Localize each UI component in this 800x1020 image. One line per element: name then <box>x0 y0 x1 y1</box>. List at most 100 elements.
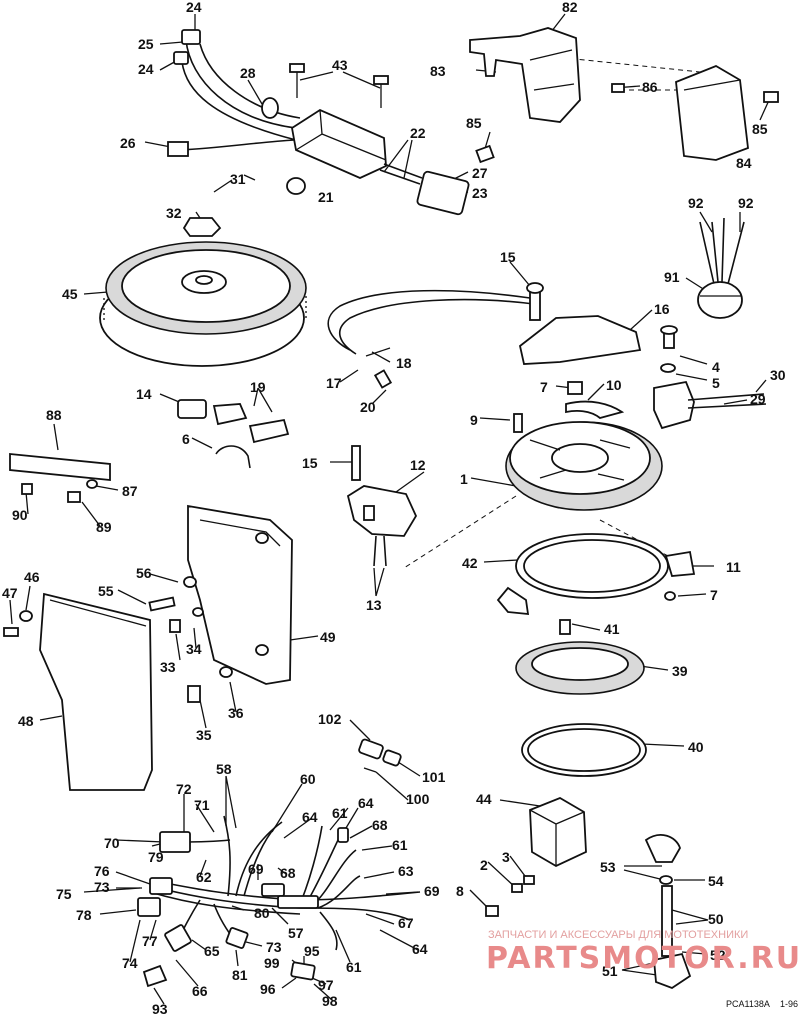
rectifier <box>697 217 745 319</box>
callout-9: 9 <box>470 412 478 428</box>
terminal-strip <box>9 453 111 503</box>
callout-82: 82 <box>562 0 578 15</box>
callout-labels: 24 25 24 28 43 26 22 85 27 23 31 21 32 4… <box>2 0 786 1017</box>
callout-84: 84 <box>736 155 752 171</box>
power-pack-bracket <box>469 27 779 161</box>
callout-34: 34 <box>186 641 202 657</box>
callout-75: 75 <box>56 886 72 902</box>
callout-4: 4 <box>712 359 720 375</box>
callout-39: 39 <box>672 663 688 679</box>
callout-46: 46 <box>24 569 40 585</box>
callout-61: 61 <box>392 837 408 853</box>
callout-69: 69 <box>424 883 440 899</box>
callout-63: 63 <box>398 863 414 879</box>
watermark: ЗАПЧАСТИ И АКСЕССУАРЫ ДЛЯ МОТОТЕХНИКИ PA… <box>486 929 800 976</box>
callout-27: 27 <box>472 165 488 181</box>
figure-date: 1-96 <box>780 999 798 1009</box>
callout-33: 33 <box>160 659 176 675</box>
callout-64: 64 <box>412 941 428 957</box>
callout-79: 79 <box>148 849 164 865</box>
box-fasteners <box>3 576 233 703</box>
callout-18: 18 <box>396 355 412 371</box>
callout-60: 60 <box>300 771 316 787</box>
callout-32: 32 <box>166 205 182 221</box>
watermark-tagline: ЗАПЧАСТИ И АКСЕССУАРЫ ДЛЯ МОТОТЕХНИКИ <box>488 929 748 941</box>
callout-70: 70 <box>104 835 120 851</box>
callout-28: 28 <box>240 65 256 81</box>
callout-90: 90 <box>12 507 28 523</box>
callout-86: 86 <box>642 79 658 95</box>
callout-15: 15 <box>500 249 516 265</box>
callout-101: 101 <box>422 769 446 785</box>
callout-95: 95 <box>304 943 320 959</box>
power-pack-44 <box>485 797 587 917</box>
sensor-coil-12 <box>346 445 418 567</box>
callout-61: 61 <box>346 959 362 975</box>
callout-56: 56 <box>136 565 152 581</box>
callout-48: 48 <box>18 713 34 729</box>
callout-1: 1 <box>460 471 468 487</box>
footer: PCA1138A 1-96 <box>726 999 798 1009</box>
callout-67: 67 <box>398 915 414 931</box>
callout-64: 64 <box>358 795 374 811</box>
callout-98: 98 <box>322 993 338 1009</box>
callout-100: 100 <box>406 791 430 807</box>
callout-81: 81 <box>232 967 248 983</box>
timer-base <box>505 381 663 511</box>
callout-71: 71 <box>194 797 210 813</box>
callout-52: 52 <box>710 947 726 963</box>
callout-20: 20 <box>360 399 376 415</box>
callout-73: 73 <box>94 879 110 895</box>
sensor-assembly <box>327 282 642 389</box>
callout-8: 8 <box>456 883 464 899</box>
callout-17: 17 <box>326 375 342 391</box>
electrical-box-49 <box>187 504 293 685</box>
watermark-site: PARTSMOTOR.RU <box>486 941 800 976</box>
callout-24: 24 <box>138 61 154 77</box>
callout-91: 91 <box>664 269 680 285</box>
callout-16: 16 <box>654 301 670 317</box>
callout-19: 19 <box>250 379 266 395</box>
callout-87: 87 <box>122 483 138 499</box>
callout-50: 50 <box>708 911 724 927</box>
callout-74: 74 <box>122 955 138 971</box>
callout-57: 57 <box>288 925 304 941</box>
callout-62: 62 <box>196 869 212 885</box>
electrical-cover-48 <box>39 592 153 791</box>
callout-61: 61 <box>332 805 348 821</box>
callout-85: 85 <box>752 121 768 137</box>
callout-55: 55 <box>98 583 114 599</box>
callout-73: 73 <box>266 939 282 955</box>
callout-97: 97 <box>318 977 334 993</box>
callout-12: 12 <box>410 457 426 473</box>
callout-41: 41 <box>604 621 620 637</box>
callout-53: 53 <box>600 859 616 875</box>
callout-54: 54 <box>708 873 724 889</box>
callout-44: 44 <box>476 791 492 807</box>
coil-screws <box>261 63 495 195</box>
callout-92: 92 <box>688 195 704 211</box>
callout-15: 15 <box>302 455 318 471</box>
callout-5: 5 <box>712 375 720 391</box>
callout-36: 36 <box>228 705 244 721</box>
callout-10: 10 <box>606 377 622 393</box>
callout-13: 13 <box>366 597 382 613</box>
callout-66: 66 <box>192 983 208 999</box>
figure-code: PCA1138A <box>726 999 770 1009</box>
callout-3: 3 <box>502 849 510 865</box>
callout-6: 6 <box>182 431 190 447</box>
callout-78: 78 <box>76 907 92 923</box>
callout-77: 77 <box>142 933 158 949</box>
callout-23: 23 <box>472 185 488 201</box>
sensor-29 <box>653 325 767 430</box>
callout-42: 42 <box>462 555 478 571</box>
callout-72: 72 <box>176 781 192 797</box>
callout-24: 24 <box>186 0 202 15</box>
callout-49: 49 <box>320 629 336 645</box>
callout-89: 89 <box>96 519 112 535</box>
callout-14: 14 <box>136 386 152 402</box>
callout-88: 88 <box>46 407 62 423</box>
ignition-coil <box>167 29 470 216</box>
callout-29: 29 <box>750 391 766 407</box>
